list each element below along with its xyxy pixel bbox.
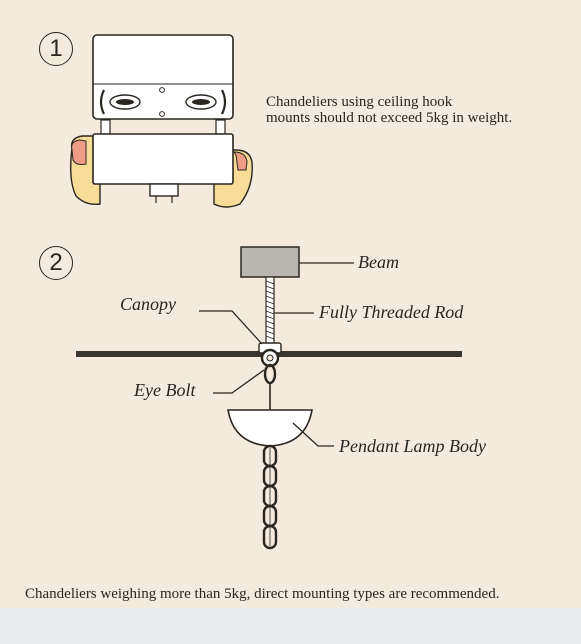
pendant-lamp-body (227, 409, 313, 447)
ceiling-hook-mount-illustration (69, 34, 253, 208)
canopy-label: Canopy (120, 294, 176, 314)
rod-label: Fully Threaded Rod (319, 302, 464, 322)
hook-mount-note-line-2: mounts should not exceed 5kg in weight. (266, 110, 513, 126)
step-number-2: 2 (39, 246, 73, 280)
beam-label: Beam (358, 252, 399, 272)
fixture-base-box (92, 133, 234, 203)
lamp-body-leader (292, 422, 334, 447)
footer-note: Chandeliers weighing more than 5kg, dire… (25, 586, 500, 602)
threaded-rod (265, 276, 275, 346)
eye-bolt (258, 342, 282, 385)
ceiling-mount-box (92, 34, 234, 120)
hook-mount-note-line-1: Chandeliers using ceiling hook (266, 94, 453, 110)
chain (262, 444, 278, 550)
canopy-leader (199, 310, 263, 345)
bottom-band (0, 608, 581, 644)
lamp-body-label: Pendant Lamp Body (339, 436, 486, 456)
beam-block (240, 246, 300, 278)
step-number-1: 1 (39, 32, 73, 66)
eye-bolt-leader (213, 369, 265, 394)
eye-bolt-label: Eye Bolt (134, 380, 196, 400)
